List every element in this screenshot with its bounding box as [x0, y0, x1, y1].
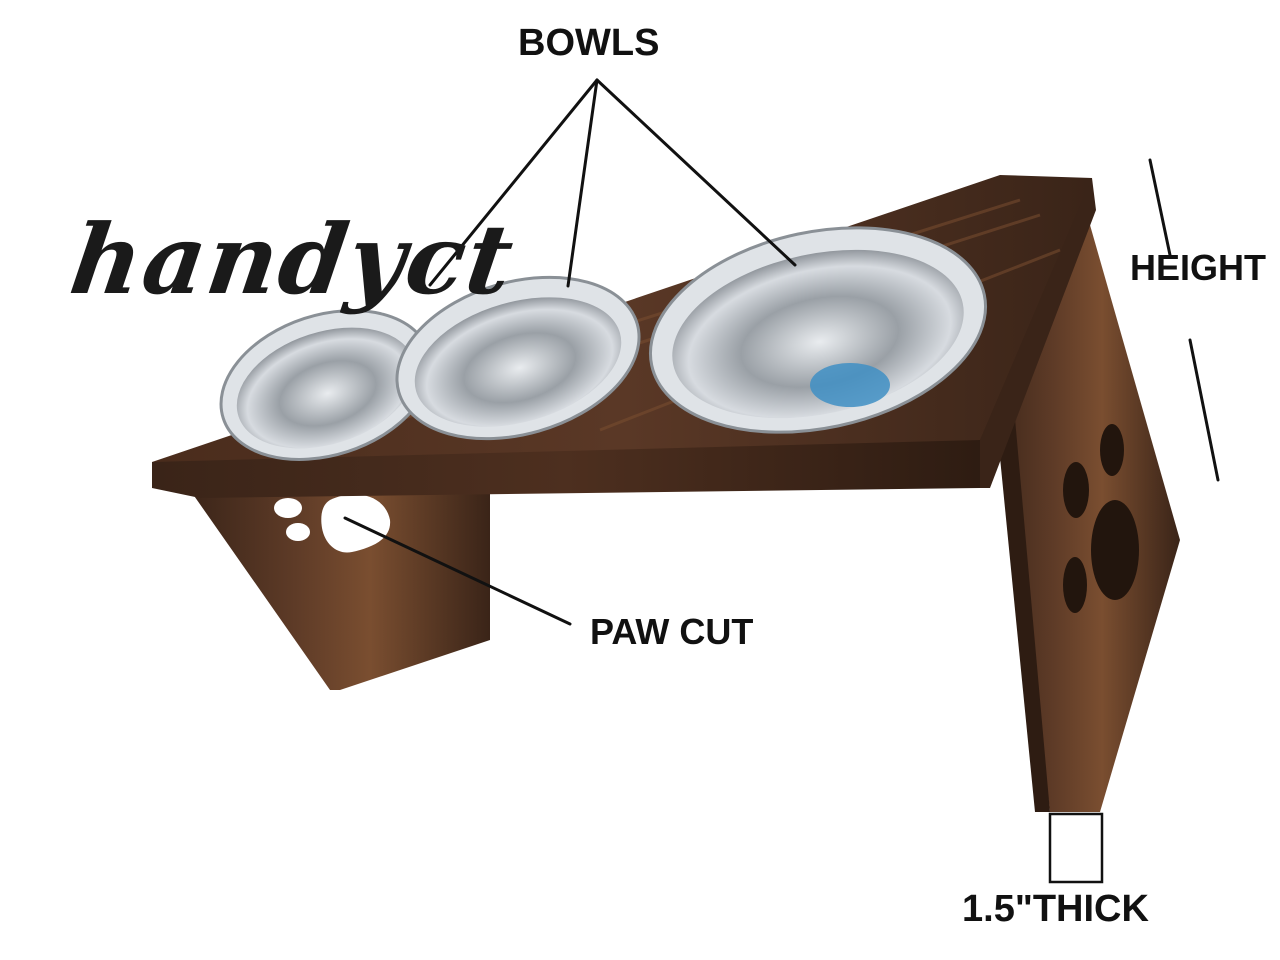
- bowl-right-sticker: [810, 363, 890, 407]
- left-leg: [190, 478, 490, 690]
- watermark-text: handyct: [64, 203, 522, 316]
- paw-toe-1: [1100, 424, 1124, 476]
- bowls-leader-right: [595, 78, 797, 267]
- paw-pad: [1091, 500, 1139, 600]
- paw-toe-3: [1063, 557, 1087, 613]
- height-marker-bottom: [1188, 338, 1220, 482]
- bowl-right-basin: [672, 249, 964, 419]
- thickness-box: [1048, 812, 1104, 884]
- bowls-leader-middle: [566, 78, 599, 288]
- thickness-label: 1.5"THICK: [962, 888, 1149, 930]
- bowl-right: [648, 226, 988, 434]
- paw-cut-leader: [343, 516, 572, 626]
- left-leg-face: [190, 478, 490, 690]
- bowls-group: [219, 226, 988, 461]
- bowl-left-basin: [236, 327, 416, 449]
- paw-toe-a: [274, 498, 302, 518]
- bowl-middle: [395, 275, 641, 441]
- leader-lines: [343, 78, 1220, 626]
- height-marker-top: [1148, 158, 1172, 257]
- paw-toe-2: [1063, 462, 1089, 518]
- paw-cut-right: [1063, 424, 1139, 613]
- height-label: HEIGHT: [1130, 247, 1267, 288]
- paw-cut-label: PAW CUT: [590, 611, 754, 652]
- paw-toe-b: [286, 523, 310, 541]
- bowl-left: [219, 309, 433, 461]
- top-side-edge: [980, 178, 1096, 488]
- bowls-label: BOWLS: [518, 22, 660, 64]
- bowls-leader-left: [428, 78, 599, 287]
- top-front-edge: [152, 440, 980, 498]
- bowl-middle-basin: [414, 297, 622, 427]
